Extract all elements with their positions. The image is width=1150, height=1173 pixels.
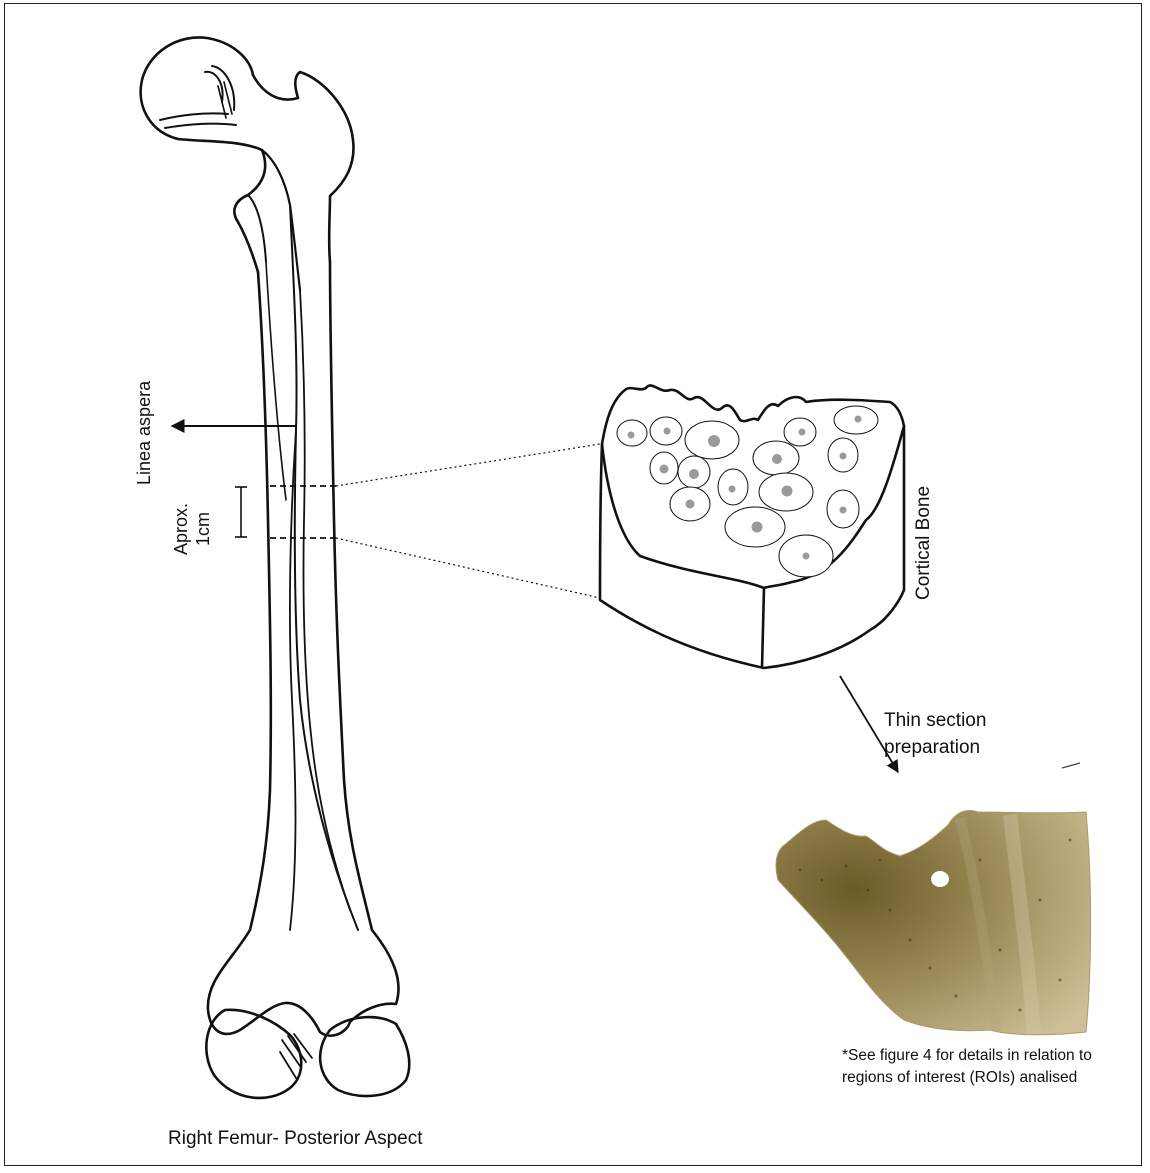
femur-neck: [178, 139, 265, 272]
section-markers: [172, 426, 600, 598]
thin-section-line2: preparation: [884, 734, 986, 761]
femur-distal-end: [208, 930, 399, 1036]
femur-shaft-left: [250, 272, 271, 930]
medial-condyle: [206, 1010, 301, 1098]
lateral-condyle: [320, 1017, 409, 1096]
aprox-line1: Aprox.: [170, 503, 192, 555]
cortical-bone-block-drawing: [600, 385, 904, 668]
femur-title: Right Femur- Posterior Aspect: [168, 1128, 422, 1150]
linea-aspera-label: Linea aspera: [134, 381, 155, 485]
cortical-bone-label: Cortical Bone: [913, 486, 935, 600]
note-line2: regions of interest (ROIs) analised: [842, 1067, 1092, 1089]
figure-note: *See figure 4 for details in relation to…: [842, 1045, 1092, 1089]
thin-section-photo: [776, 811, 1091, 1035]
greater-trochanter: [253, 72, 353, 262]
aprox-1cm-label: Aprox. 1cm: [170, 503, 214, 555]
note-line1: *See figure 4 for details in relation to: [842, 1045, 1092, 1067]
aprox-line2: 1cm: [192, 503, 214, 555]
femur-drawing: [141, 37, 410, 1098]
thin-section-label: Thin section preparation: [884, 707, 986, 761]
thin-section-line1: Thin section: [884, 707, 986, 734]
femur-shaft-right: [330, 262, 372, 930]
